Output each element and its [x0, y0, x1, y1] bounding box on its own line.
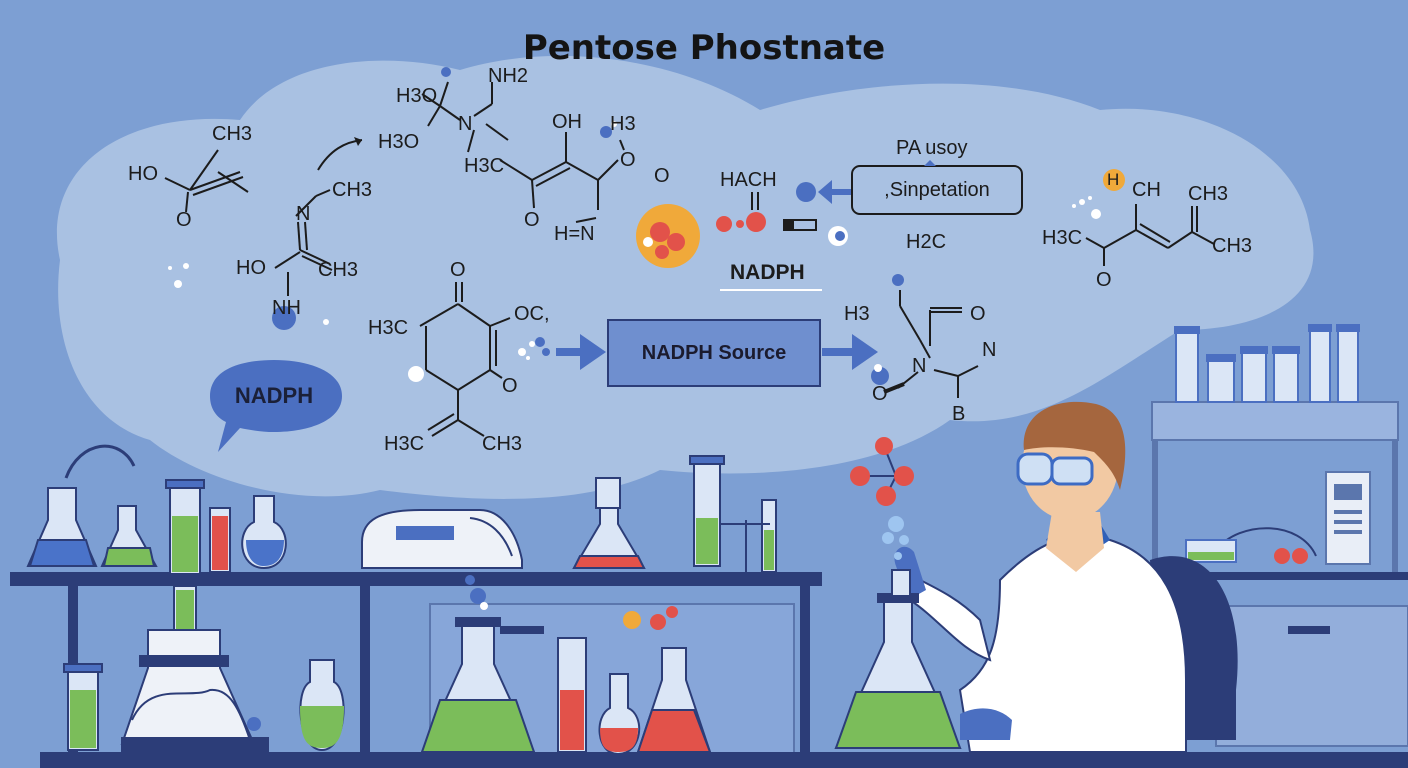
label-ho: HO [128, 163, 158, 185]
glassware-left [26, 444, 287, 647]
label-h3c-5b: H3C [384, 433, 425, 455]
synthesis-box [851, 165, 1023, 215]
label-ch3-4b: CH3 [318, 259, 359, 281]
page-title: Pentose Phostnate [522, 28, 886, 68]
nadph-bubble-label: NADPH [234, 383, 314, 408]
label-n-7b: N [912, 355, 927, 377]
arrow-out [852, 334, 878, 370]
molecule-4-bonds [274, 189, 333, 296]
label-h3c: H3C [464, 155, 505, 177]
label-o-5b: O [502, 375, 518, 397]
label-o-7: O [970, 303, 986, 325]
molecule-3-bonds [499, 132, 625, 223]
label-oc: OC, [514, 303, 550, 325]
label-h2c: H2C [906, 231, 947, 253]
lab-machine [361, 509, 523, 569]
nadph-source-label: NADPH Source [641, 341, 787, 364]
label-ch3: CH3 [212, 123, 253, 145]
label-hach: HACH [720, 169, 777, 191]
label-ch: CH [1132, 179, 1161, 201]
shelf-tubes [1174, 324, 1360, 403]
molecule-2-bonds [421, 81, 509, 153]
shelf [1151, 401, 1399, 441]
label-o-8: O [1096, 269, 1112, 291]
label-ch3-8: CH3 [1188, 183, 1229, 205]
held-flask [834, 569, 962, 749]
label-h3c-8: H3C [1042, 227, 1083, 249]
label-o-3: O [524, 209, 540, 231]
label-ch3-8b: CH3 [1212, 235, 1253, 257]
label-n-4: N [296, 203, 311, 225]
label-o-b: O [654, 165, 670, 187]
label-ch3-4: CH3 [332, 179, 373, 201]
scientist [894, 401, 1238, 753]
speech-bubble [210, 360, 342, 452]
label-ch3-5: CH3 [482, 433, 523, 455]
label-nh: NH [272, 297, 301, 319]
nadph-source-box [607, 319, 821, 387]
label-o-7b: O [872, 383, 888, 405]
label-h3-7: H3 [844, 303, 870, 325]
label-o-a: O [620, 149, 636, 171]
label-b: B [952, 403, 966, 425]
label-o-5: O [450, 259, 466, 281]
bubbles-1 [168, 263, 329, 325]
glassware-center [572, 455, 777, 573]
lab-bench [10, 572, 822, 586]
nadph-label: NADPH [730, 261, 805, 284]
label-oh: OH [552, 111, 582, 133]
colored-dots [465, 575, 678, 630]
label-h3-top: H3 [610, 113, 636, 135]
label-hn: H=N [554, 223, 595, 245]
molecule-1-bonds [164, 149, 249, 213]
label-n: N [458, 113, 473, 135]
left-arrow [818, 180, 832, 204]
label-n-7: N [982, 339, 997, 361]
label-h: H [1107, 170, 1120, 189]
label-h3o: H3O [396, 85, 438, 107]
arrow-in [580, 334, 606, 370]
atom-blue [272, 306, 296, 330]
pathway-label: PA usoy [896, 137, 968, 159]
molecule-8-bonds [1085, 204, 1215, 266]
label-ho-4: HO [236, 257, 266, 279]
label-nh2: NH2 [488, 65, 529, 87]
molecule-model [850, 437, 914, 560]
label-h3o-2: H3O [378, 131, 420, 153]
label-o: O [176, 209, 192, 231]
synthesis-label: ,Sinpetation [884, 178, 990, 201]
glassware-lower [63, 617, 712, 756]
label-h3c-5: H3C [368, 317, 409, 339]
hair [1023, 401, 1126, 490]
molecule-5-bonds [419, 282, 511, 437]
safety-goggles [1016, 452, 1054, 486]
